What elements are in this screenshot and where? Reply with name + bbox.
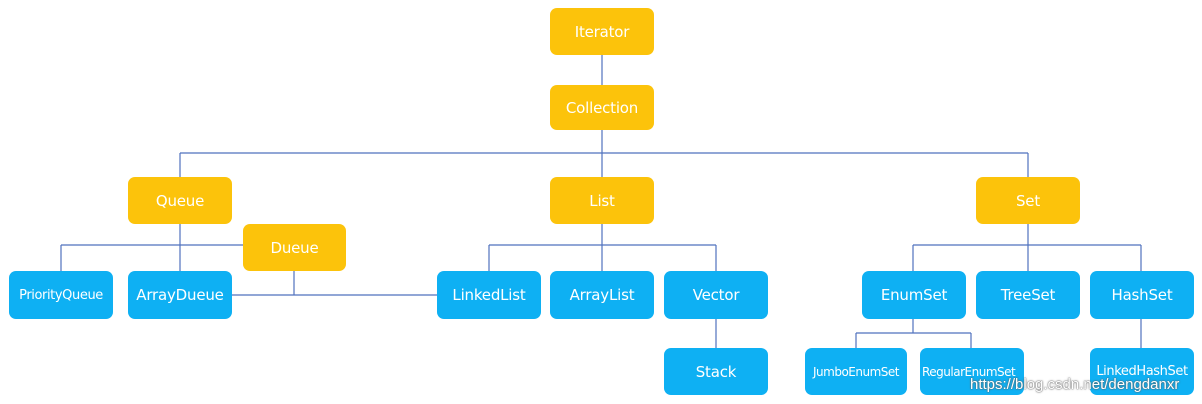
node-jumboenumset: JumboEnumSet xyxy=(805,348,907,395)
watermark-url: https://blog.csdn.net/dengdanxr xyxy=(970,376,1180,393)
node-iterator: Iterator xyxy=(550,8,654,55)
node-linkedhashset: LinkedHashSet xyxy=(1090,348,1194,395)
node-treeset: TreeSet xyxy=(976,271,1080,319)
node-arraydueue: ArrayDueue xyxy=(128,271,232,319)
node-vector: Vector xyxy=(664,271,768,319)
node-priorityqueue: PriorityQueue xyxy=(9,271,113,319)
node-set: Set xyxy=(976,177,1080,224)
node-queue: Queue xyxy=(128,177,232,224)
node-collection: Collection xyxy=(550,85,654,130)
node-stack: Stack xyxy=(664,348,768,395)
node-list: List xyxy=(550,177,654,224)
node-regularenumset: RegularEnumSet xyxy=(920,348,1024,395)
node-arraylist: ArrayList xyxy=(550,271,654,319)
node-enumset: EnumSet xyxy=(862,271,966,319)
node-dueue: Dueue xyxy=(243,224,346,271)
node-hashset: HashSet xyxy=(1090,271,1194,319)
node-linkedlist: LinkedList xyxy=(437,271,541,319)
